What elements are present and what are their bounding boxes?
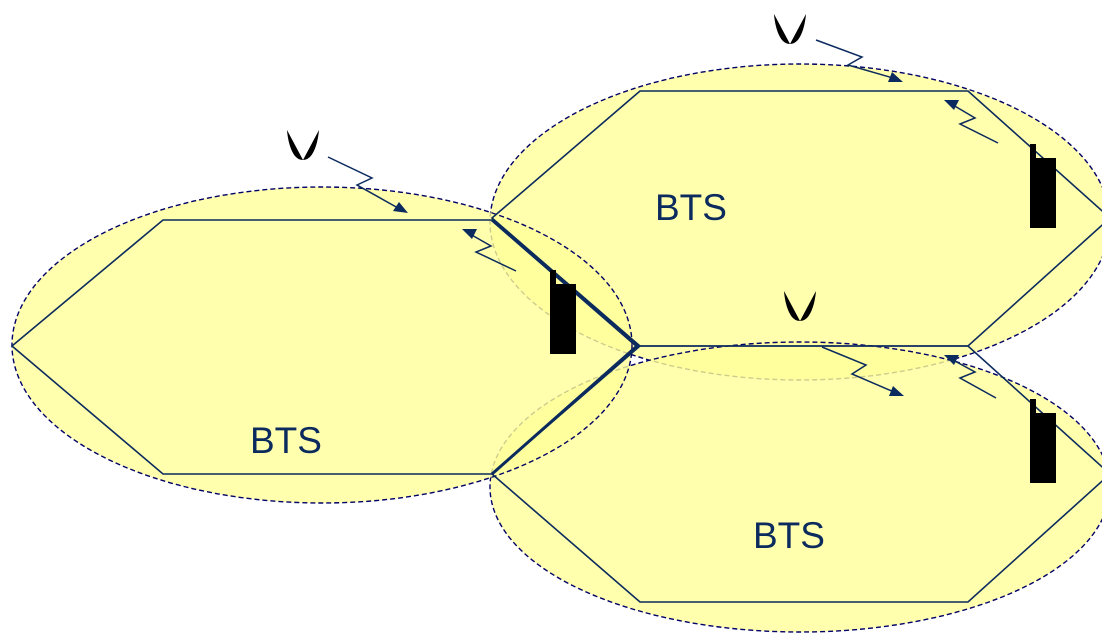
- radio-signal-icon: [944, 355, 997, 399]
- radio-signal-icon: [821, 346, 904, 396]
- bts-label-top-right: BTS: [655, 187, 727, 228]
- bts-label-bottom-right: BTS: [753, 515, 825, 556]
- cell-coverage-left: [11, 186, 633, 504]
- radio-signal-icon: [815, 39, 903, 82]
- cell-coverage-bottom-right: [489, 341, 1102, 633]
- shared-cell-boundary: [491, 218, 640, 476]
- radio-signal-icon: [327, 156, 408, 213]
- bts-label-left: BTS: [250, 420, 322, 461]
- radio-signal-icon: [944, 100, 999, 144]
- radio-signal-icon: [462, 229, 517, 272]
